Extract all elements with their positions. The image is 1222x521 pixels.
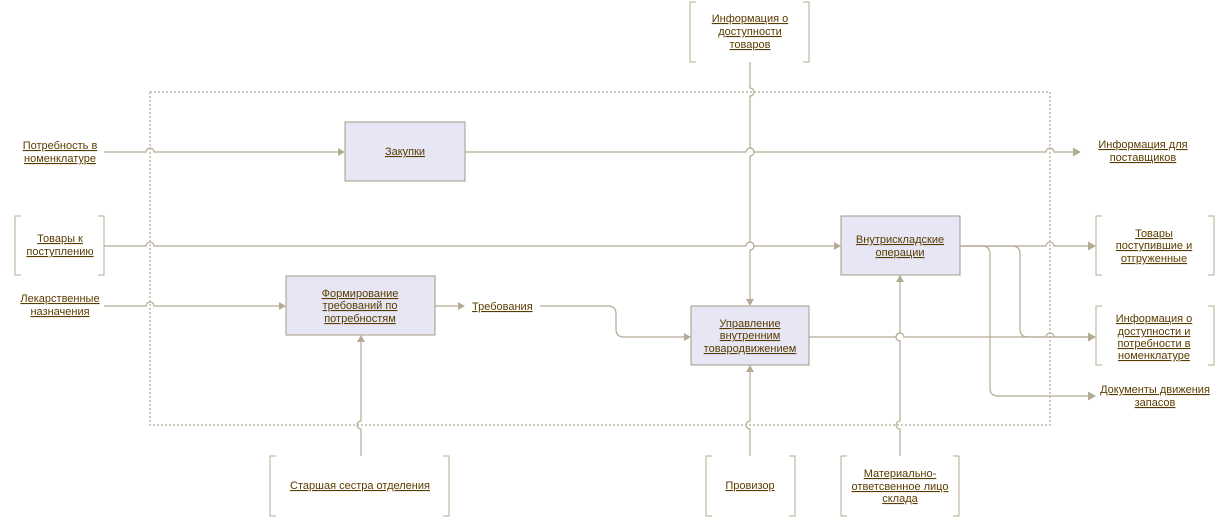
flow-lekarstvennye — [104, 301, 280, 307]
arrowhead — [896, 275, 904, 282]
input-potrebnost[interactable]: Потребность в номенклатуре — [23, 140, 98, 165]
process-label-line[interactable]: внутренним — [720, 330, 781, 342]
process-label[interactable]: Закупки — [385, 146, 425, 158]
label-line[interactable]: Товары к — [37, 233, 83, 245]
flow-tovary-postupivshie — [960, 241, 1089, 247]
process-label-line[interactable]: требований по — [323, 300, 398, 312]
flow-potrebnost — [104, 147, 339, 153]
bracket-right — [443, 455, 450, 517]
process-box[interactable] — [344, 121, 466, 182]
flow-info-dostupnosti-in — [749, 62, 755, 299]
bracket-right — [1208, 305, 1215, 366]
process-label-line[interactable]: товародвижением — [704, 343, 797, 355]
process-box[interactable] — [285, 275, 436, 336]
label-line[interactable]: поступлению — [26, 246, 93, 258]
label-line[interactable]: Материально- — [864, 468, 937, 480]
process-box[interactable] — [840, 215, 961, 276]
flow-tovary-k — [104, 241, 834, 247]
bracket-left — [269, 455, 276, 517]
label-line[interactable]: Провизор — [725, 480, 774, 492]
label-trebovaniya[interactable]: Требования — [472, 301, 533, 313]
process-vnutriskladskie[interactable]: Внутрискладские операции — [840, 215, 961, 276]
arrowhead — [338, 148, 345, 156]
output-info-postavshikov[interactable]: Информация для поставщиков — [1098, 139, 1187, 164]
flow-provizor — [745, 372, 751, 456]
arrowhead — [357, 335, 365, 342]
label-line[interactable]: поступившие и — [1116, 240, 1192, 252]
label-line[interactable]: Информация о — [1116, 313, 1193, 325]
label-line[interactable]: Документы движения — [1100, 384, 1210, 396]
control-info-dostupnosti[interactable]: Информация о доступности товаров — [689, 1, 810, 63]
arrowhead — [746, 299, 754, 306]
label-line[interactable]: номенклатуре — [24, 153, 96, 165]
output-info-dostupnosti-potrebnosti[interactable]: Информация о доступности и потребности в… — [1095, 305, 1215, 366]
label-line[interactable]: доступности — [718, 26, 782, 38]
label-line[interactable]: Потребность в — [23, 140, 98, 152]
bracket-right — [789, 455, 796, 517]
arrowhead — [746, 365, 754, 372]
label-line[interactable]: поставщиков — [1110, 152, 1177, 164]
process-upravlenie[interactable]: Управление внутренним товародвижением — [690, 305, 810, 366]
label-line[interactable]: Информация о — [712, 13, 789, 25]
arrowhead — [1088, 391, 1096, 401]
label-line[interactable]: номенклатуре — [1118, 350, 1190, 362]
flow-trebovaniya-b — [540, 305, 684, 338]
process-label-line[interactable]: потребностям — [324, 313, 396, 325]
process-box[interactable] — [690, 305, 810, 366]
label-line[interactable]: доступности и — [1118, 326, 1191, 338]
bracket-left — [689, 1, 696, 63]
mechanism-provizor[interactable]: Провизор — [705, 455, 796, 517]
flow-starshaya — [356, 342, 362, 456]
bracket-left — [705, 455, 712, 517]
label-line[interactable]: склада — [882, 493, 918, 505]
input-tovary-k[interactable]: Товары к поступлению — [14, 215, 105, 276]
output-dokumenty[interactable]: Документы движения запасов — [1100, 384, 1210, 409]
mechanism-materialno[interactable]: Материально- ответсвенное лицо склада — [840, 455, 960, 517]
label-line[interactable]: отгруженные — [1121, 253, 1187, 265]
arrowhead — [1073, 147, 1081, 157]
process-label-line[interactable]: Внутрискладские — [856, 234, 944, 246]
mechanism-starshaya[interactable]: Старшая сестра отделения — [269, 455, 450, 517]
arrowhead — [834, 242, 841, 250]
process-label-line[interactable]: операции — [875, 247, 924, 259]
bracket-right — [1208, 215, 1215, 276]
label-line[interactable]: назначения — [30, 306, 89, 318]
flow-lines — [104, 62, 1096, 456]
bracket-left — [14, 215, 21, 276]
label-line[interactable]: потребности в — [1117, 338, 1190, 350]
arrowhead — [279, 302, 286, 310]
arrowhead — [1088, 332, 1096, 342]
bracket-left — [840, 455, 847, 517]
arrowhead — [684, 333, 691, 341]
process-zakupki[interactable]: Закупки — [344, 121, 466, 182]
bracket-right — [98, 215, 105, 276]
flow-info-dostupnosti-out — [960, 245, 1089, 338]
bracket-left — [1095, 215, 1102, 276]
flow-info-postavshikov — [465, 147, 1074, 153]
label-line[interactable]: Старшая сестра отделения — [290, 480, 430, 492]
bracket-left — [1095, 305, 1102, 366]
label-line[interactable]: запасов — [1135, 397, 1176, 409]
input-lekarstvennye[interactable]: Лекарственные назначения — [20, 293, 99, 318]
bracket-right — [953, 455, 960, 517]
label-line[interactable]: Товары — [1135, 228, 1173, 240]
process-label-line[interactable]: Формирование — [322, 288, 399, 300]
label-line[interactable]: ответсвенное лицо — [852, 481, 949, 493]
process-formirovanie[interactable]: Формирование требований по потребностям — [285, 275, 436, 336]
arrowhead — [458, 302, 465, 310]
output-tovary-postupivshie[interactable]: Товары поступившие и отгруженные — [1095, 215, 1215, 276]
label-line[interactable]: Лекарственные — [20, 293, 99, 305]
bracket-right — [803, 1, 810, 63]
context-boundary — [149, 91, 1051, 426]
flow-dokumenty — [960, 245, 1089, 397]
flow-materialno — [895, 282, 901, 456]
process-label-line[interactable]: Управление — [719, 318, 780, 330]
arrowhead — [1088, 241, 1096, 251]
label-line[interactable]: Информация для — [1098, 139, 1187, 151]
label-line[interactable]: товаров — [730, 39, 771, 51]
